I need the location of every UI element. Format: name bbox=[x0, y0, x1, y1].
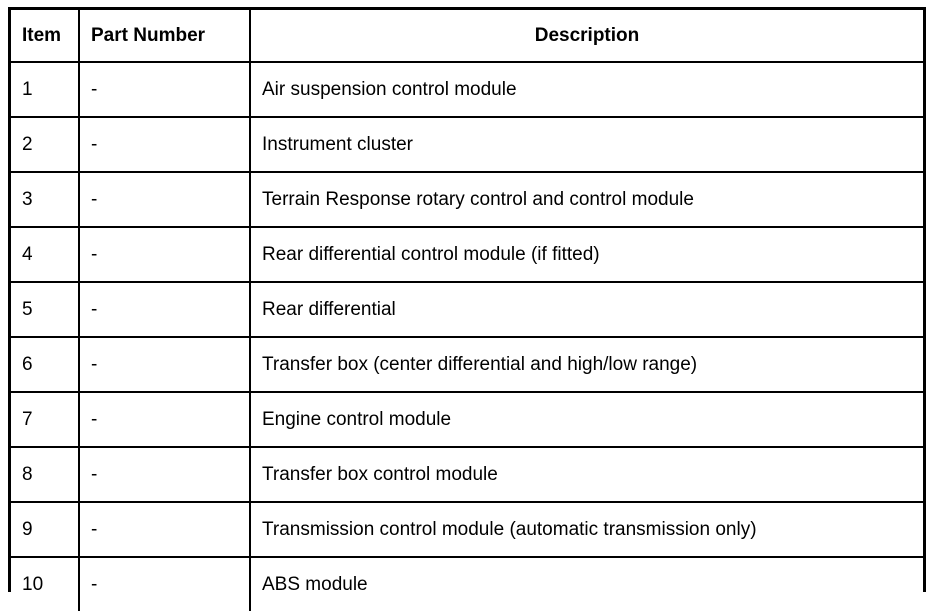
cell-part-number: - bbox=[79, 282, 251, 338]
parts-legend-table: Item Part Number Description 1-Air suspe… bbox=[11, 10, 923, 611]
cell-item: 8 bbox=[11, 447, 80, 503]
cell-part-number: - bbox=[79, 172, 251, 228]
column-header-description: Description bbox=[250, 10, 923, 63]
cell-description: Rear differential bbox=[250, 282, 923, 338]
cell-part-number: - bbox=[79, 557, 251, 611]
cell-item: 4 bbox=[11, 227, 80, 283]
cell-description: Terrain Response rotary control and cont… bbox=[250, 172, 923, 228]
cell-part-number: - bbox=[79, 117, 251, 173]
cell-description: Rear differential control module (if fit… bbox=[250, 227, 923, 283]
cell-part-number: - bbox=[79, 447, 251, 503]
table-row: 2-Instrument cluster bbox=[11, 117, 923, 173]
table-row: 10-ABS module bbox=[11, 557, 923, 611]
cell-item: 7 bbox=[11, 392, 80, 448]
cell-description: Engine control module bbox=[250, 392, 923, 448]
cell-item: 2 bbox=[11, 117, 80, 173]
cell-description: Transmission control module (automatic t… bbox=[250, 502, 923, 558]
cell-description: ABS module bbox=[250, 557, 923, 611]
cell-part-number: - bbox=[79, 392, 251, 448]
cell-part-number: - bbox=[79, 337, 251, 393]
cell-item: 5 bbox=[11, 282, 80, 338]
cell-item: 3 bbox=[11, 172, 80, 228]
column-header-part-number: Part Number bbox=[79, 10, 251, 63]
cell-item: 9 bbox=[11, 502, 80, 558]
cell-description: Transfer box (center differential and hi… bbox=[250, 337, 923, 393]
cell-description: Transfer box control module bbox=[250, 447, 923, 503]
table-row: 8-Transfer box control module bbox=[11, 447, 923, 503]
table-row: 5-Rear differential bbox=[11, 282, 923, 338]
cell-part-number: - bbox=[79, 62, 251, 118]
cell-part-number: - bbox=[79, 502, 251, 558]
cell-item: 10 bbox=[11, 557, 80, 611]
table-row: 9-Transmission control module (automatic… bbox=[11, 502, 923, 558]
table-header-row: Item Part Number Description bbox=[11, 10, 923, 63]
column-header-item: Item bbox=[11, 10, 80, 63]
table-row: 3-Terrain Response rotary control and co… bbox=[11, 172, 923, 228]
cell-description: Air suspension control module bbox=[250, 62, 923, 118]
table-row: 4-Rear differential control module (if f… bbox=[11, 227, 923, 283]
cell-description: Instrument cluster bbox=[250, 117, 923, 173]
cell-part-number: - bbox=[79, 227, 251, 283]
table-header: Item Part Number Description bbox=[11, 10, 923, 63]
cell-item: 1 bbox=[11, 62, 80, 118]
table-row: 6-Transfer box (center differential and … bbox=[11, 337, 923, 393]
cell-item: 6 bbox=[11, 337, 80, 393]
table-row: 1-Air suspension control module bbox=[11, 62, 923, 118]
parts-table-container: Item Part Number Description 1-Air suspe… bbox=[8, 7, 926, 611]
table-row: 7-Engine control module bbox=[11, 392, 923, 448]
